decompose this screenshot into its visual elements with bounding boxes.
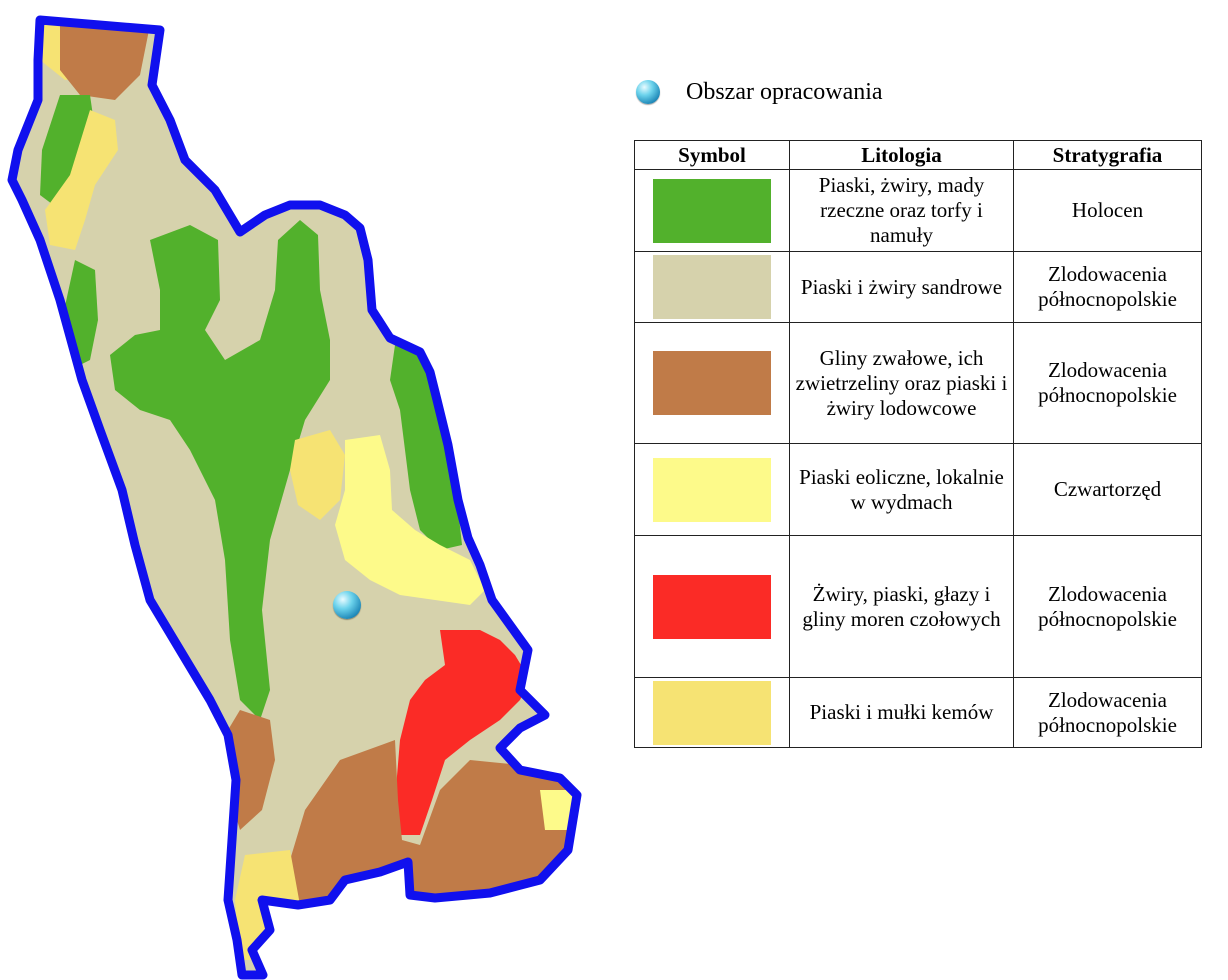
color-swatch	[653, 457, 771, 522]
color-swatch	[653, 574, 771, 639]
map-patch-eolic-center	[335, 435, 485, 605]
color-swatch	[653, 255, 771, 319]
table-row: Piaski, żwiry, mady rzeczne oraz torfy i…	[634, 169, 1202, 252]
legend-table-header: Symbol Litologia Stratygrafia	[634, 140, 1202, 170]
study-area-legend-icon	[636, 80, 660, 104]
table-row: Gliny zwałowe, ich zwietrzeliny oraz pia…	[634, 322, 1202, 444]
lithology-cell: Żwiry, piaski, głazy i gliny moren czoło…	[789, 535, 1014, 678]
symbol-cell	[634, 535, 790, 678]
lithology-cell: Piaski, żwiry, mady rzeczne oraz torfy i…	[789, 169, 1014, 252]
legend-study-area: Obszar opracowania	[636, 78, 883, 106]
lithology-cell: Piaski i mułki kemów	[789, 677, 1014, 748]
stratigraphy-cell: Zlodowacenia północnopolskie	[1013, 322, 1202, 444]
header-stratigraphy: Stratygrafia	[1013, 140, 1202, 170]
table-row: Piaski i mułki kemów Zlodowacenia północ…	[634, 677, 1202, 748]
table-row: Piaski eoliczne, lokalnie w wydmach Czwa…	[634, 443, 1202, 536]
symbol-cell	[634, 169, 790, 252]
study-area-marker-icon	[333, 591, 361, 619]
stratigraphy-cell: Zlodowacenia północnopolskie	[1013, 677, 1202, 748]
map-patch-moraine	[395, 630, 530, 835]
header-lithology: Litologia	[789, 140, 1014, 170]
lithology-cell: Piaski i żwiry sandrowe	[789, 251, 1014, 323]
color-swatch	[653, 178, 771, 243]
stratigraphy-cell: Zlodowacenia północnopolskie	[1013, 251, 1202, 323]
legend-study-area-label: Obszar opracowania	[686, 79, 883, 105]
area-boundary	[7, 15, 582, 980]
legend-table: Symbol Litologia Stratygrafia Piaski, żw…	[634, 140, 1202, 748]
map-patch-glina-south	[290, 740, 577, 910]
symbol-cell	[634, 443, 790, 536]
table-row: Piaski i żwiry sandrowe Zlodowacenia pół…	[634, 251, 1202, 323]
table-row: Żwiry, piaski, głazy i gliny moren czoło…	[634, 535, 1202, 678]
color-swatch	[653, 351, 771, 415]
map-fill-layers	[12, 20, 577, 975]
map-patch-glina-top	[60, 20, 150, 100]
map-patch-kemy-center	[290, 430, 345, 520]
header-symbol: Symbol	[634, 140, 790, 170]
map-patch-holocen-main	[110, 220, 330, 720]
lithology-cell: Piaski eoliczne, lokalnie w wydmach	[789, 443, 1014, 536]
stratigraphy-cell: Zlodowacenia północnopolskie	[1013, 535, 1202, 678]
symbol-cell	[634, 251, 790, 323]
stratigraphy-cell: Czwartorzęd	[1013, 443, 1202, 536]
stratigraphy-cell: Holocen	[1013, 169, 1202, 252]
map-patch-holocen-east	[390, 345, 462, 550]
map-patch-kemy-west	[45, 110, 118, 250]
symbol-cell	[634, 322, 790, 444]
lithology-cell: Gliny zwałowe, ich zwietrzeliny oraz pia…	[789, 322, 1014, 444]
color-swatch	[653, 680, 771, 745]
symbol-cell	[634, 677, 790, 748]
map-svg	[7, 15, 582, 980]
map-patch-holocen-nw	[40, 95, 95, 210]
geology-map	[0, 0, 600, 980]
